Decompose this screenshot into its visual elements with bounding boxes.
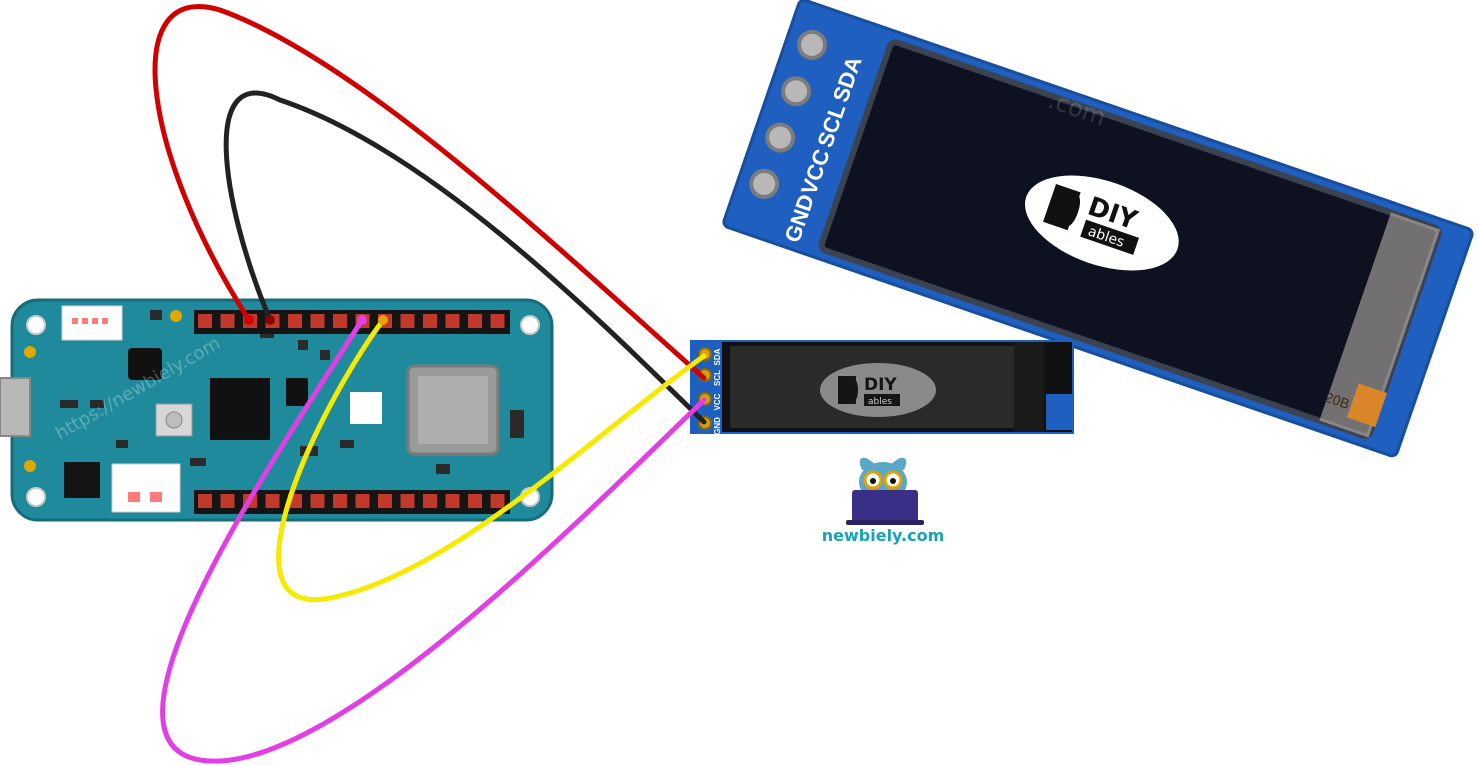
large-oled-pin-holes: [749, 29, 828, 199]
top-header-pin: [198, 314, 212, 328]
chip: [286, 378, 308, 406]
mount-hole: [520, 315, 540, 335]
bottom-header-pin: [400, 494, 415, 508]
small-oled-logo-mark: [838, 376, 858, 404]
mount-hole: [26, 315, 46, 335]
wire-scl[interactable]: [276, 317, 707, 603]
white-component: [350, 392, 382, 424]
laptop-icon: [852, 490, 918, 522]
brand-logo: newbiely.com: [822, 457, 944, 545]
bottom-header-pin: [445, 494, 460, 508]
bottom-header-pin: [220, 494, 235, 508]
brand-name: newbiely.com: [822, 526, 944, 545]
gold-pad: [170, 310, 182, 322]
bottom-header-pin: [490, 494, 505, 508]
bottom-header-pin: [378, 494, 392, 508]
small-oled-pin-sda: SDA: [713, 348, 722, 365]
top-header-pin: [423, 314, 437, 328]
mount-hole: [26, 487, 46, 507]
wire-vcc[interactable]: [152, 4, 707, 381]
gold-pad: [24, 460, 36, 472]
large-oled-flex-label: 20B: [1323, 389, 1352, 412]
bottom-header-pin: [265, 494, 280, 508]
top-header-pin: [310, 314, 325, 328]
small-oled-pin-scl: SCL: [713, 370, 722, 386]
chip: [64, 462, 100, 498]
gold-pad: [24, 346, 36, 358]
top-header-pin: [333, 314, 347, 328]
large-oled-module: 20B GND VCC SCL SDA DIY ables .com: [722, 0, 1474, 458]
wire-gnd[interactable]: [223, 90, 707, 425]
wire-sda[interactable]: [160, 317, 707, 764]
mcu-chip: [210, 378, 270, 440]
small-oled-logo-bottom: ables: [868, 397, 892, 407]
top-header-pin: [490, 314, 505, 328]
top-header-pin: [468, 314, 482, 328]
top-header-pin: [220, 314, 235, 328]
top-header-pin: [445, 314, 460, 328]
arduino-board: https://newbiely.com: [0, 298, 554, 522]
small-oled-module: SDA SCL VCC GND DIY ables: [690, 340, 1074, 435]
power-connector: [111, 463, 181, 513]
bottom-header-pin: [355, 494, 370, 508]
bottom-header-pin: [333, 494, 347, 508]
small-oled-logo-top: DIY: [864, 375, 897, 395]
small-oled-pin-vcc: VCC: [713, 393, 722, 410]
chip: [128, 348, 162, 380]
top-header-strip: [194, 310, 510, 334]
top-header-pin: [400, 314, 415, 328]
small-oled-pin-gnd: GND: [713, 417, 722, 435]
bottom-header-pin: [310, 494, 325, 508]
large-oled-logo-mark: [1043, 183, 1081, 231]
large-oled-flex: [1319, 212, 1441, 438]
bottom-header-pin: [198, 494, 212, 508]
wires: [152, 4, 707, 764]
top-header: [194, 310, 510, 334]
bottom-header-pin: [423, 494, 437, 508]
top-header-pin: [288, 314, 302, 328]
bottom-header-pin: [468, 494, 482, 508]
usb-connector: [0, 377, 31, 437]
